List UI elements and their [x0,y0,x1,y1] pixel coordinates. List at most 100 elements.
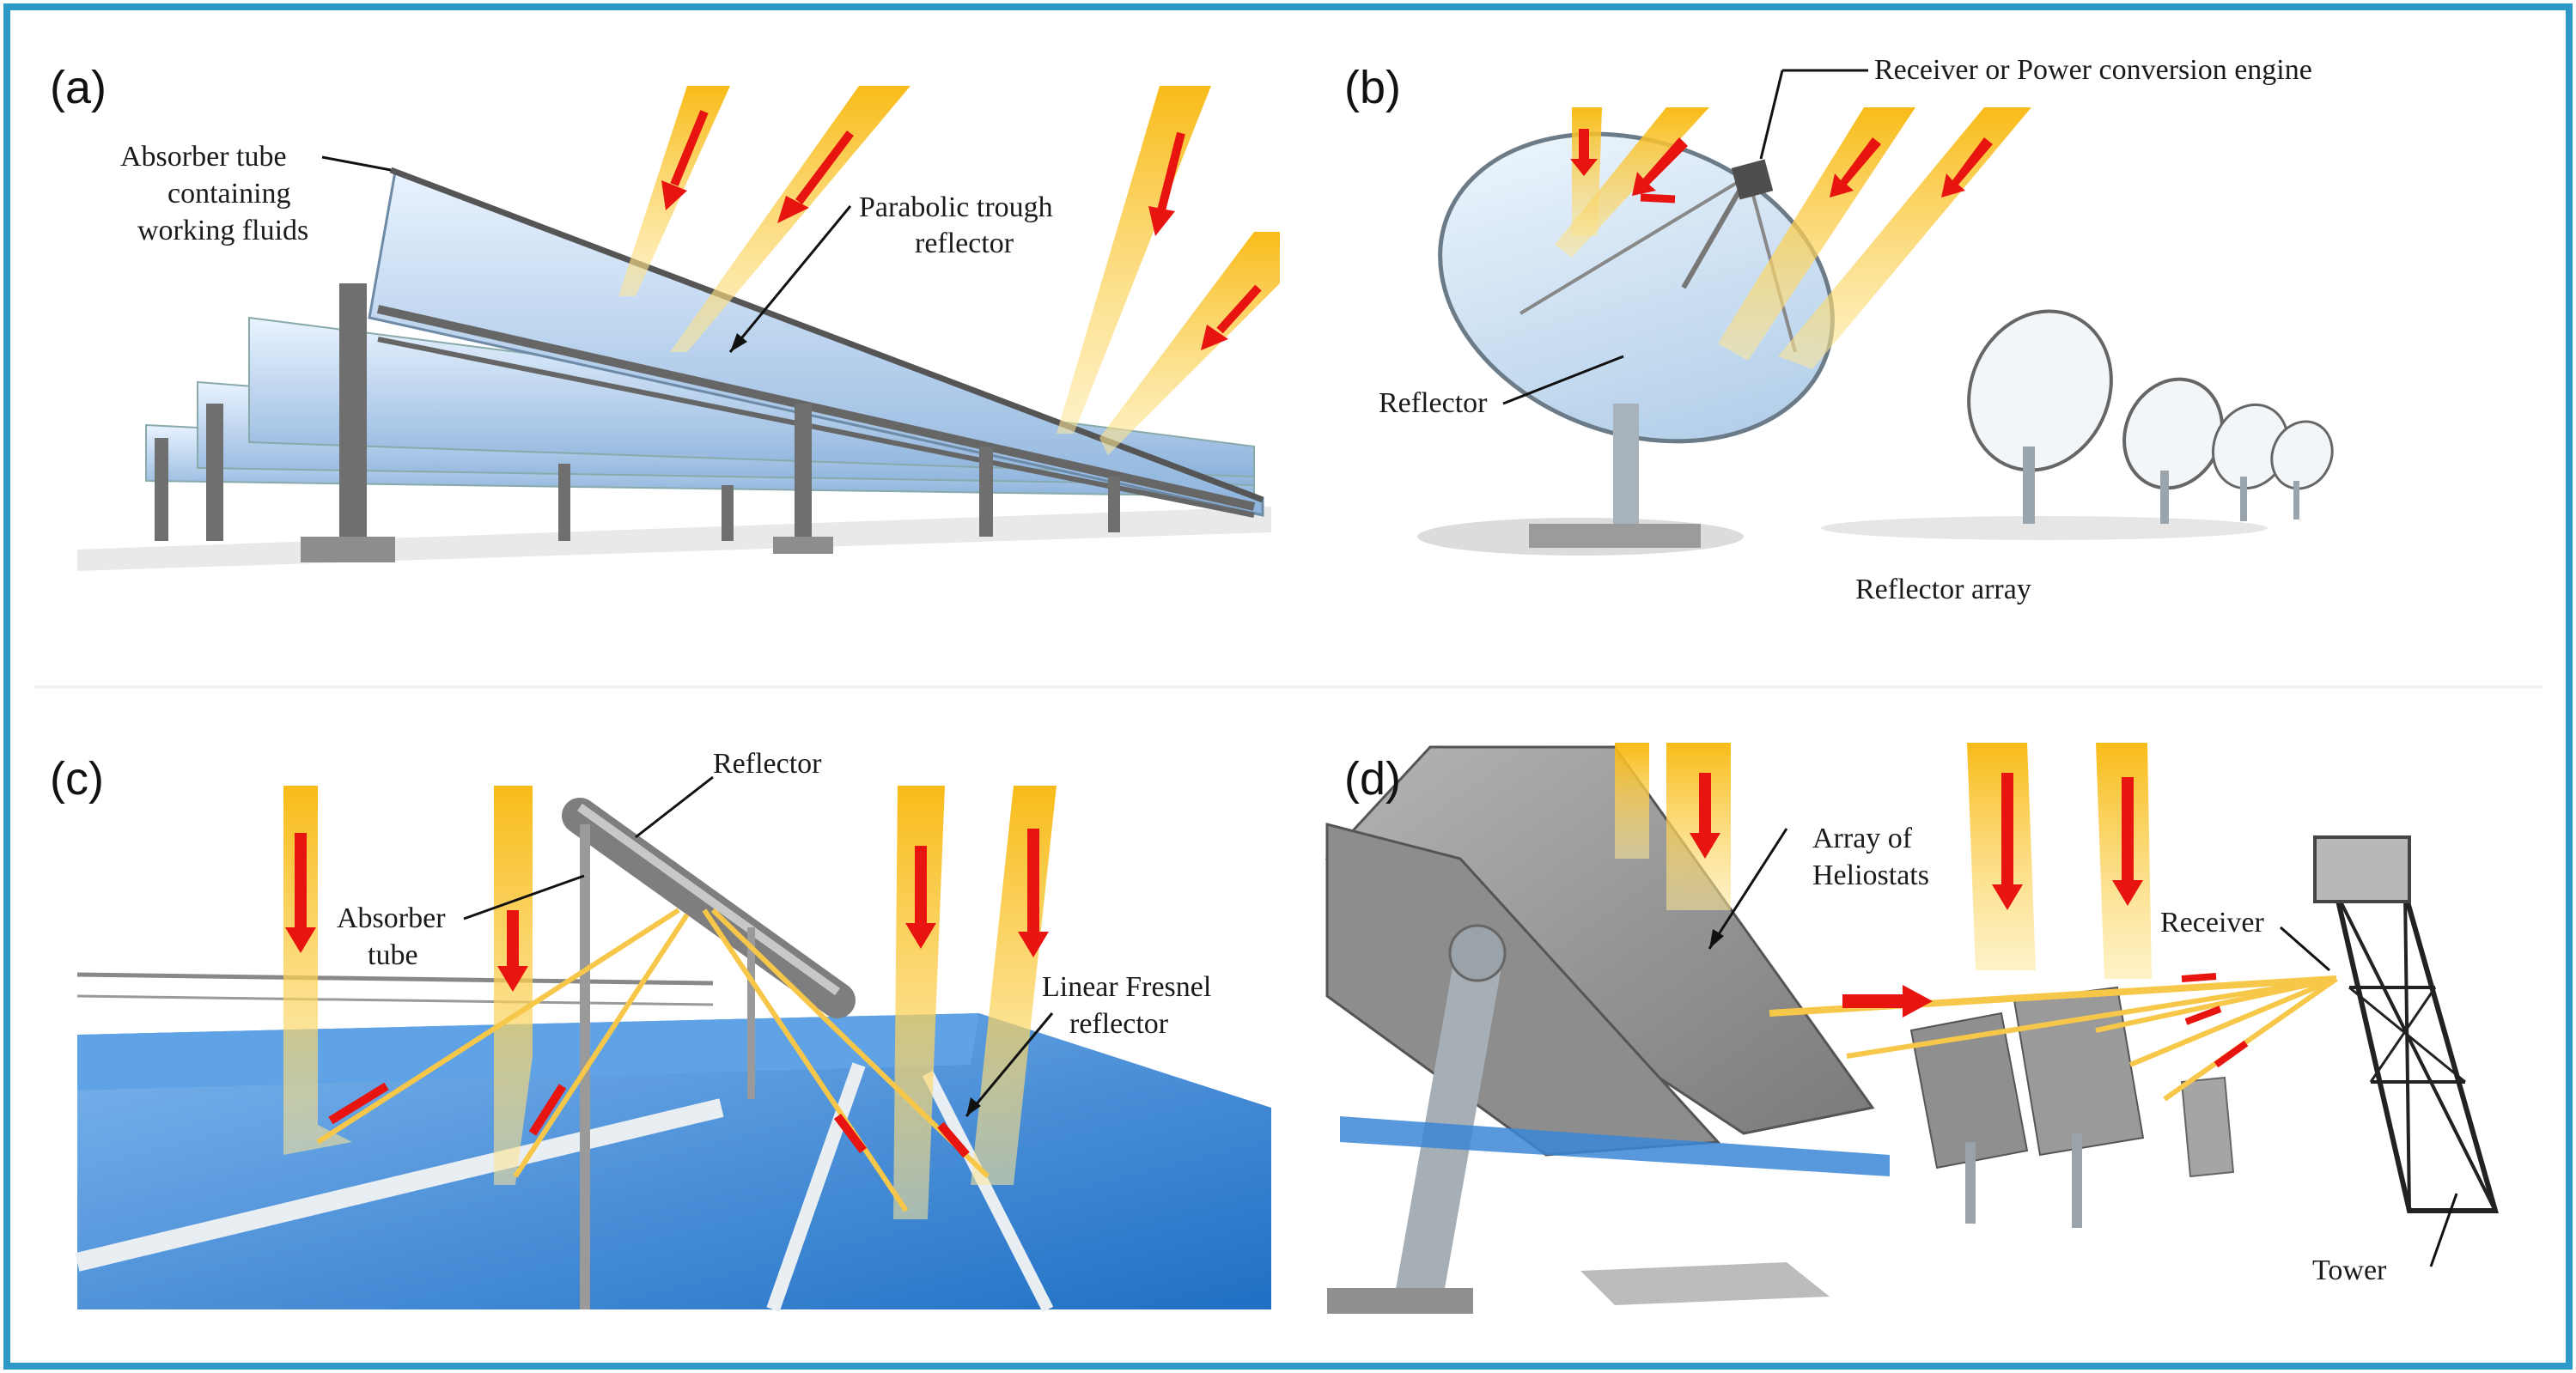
panel-c-walkway-2 [766,1062,866,1312]
panel-d-reflect-arrow-4 [2214,1040,2249,1068]
panel-d-sun-arrow-3 [2112,777,2143,906]
panel-a-sun-arrow-1 [670,110,709,186]
panel-a-sun-arrow-4 [1216,284,1262,334]
panel-b-main-dish [1438,131,1835,444]
figure-border [3,3,2573,1370]
panel-b-label-reflector: Reflector [1379,387,1488,419]
panel-a-label-absorber-1: Absorber tube [120,141,287,173]
panel-a-label-absorber-3: working fluids [137,215,308,246]
panel-a-sun-beam-4 [1099,232,1280,455]
panel-b-sun-arrow-3 [1830,137,1881,197]
panel-b-sun-beam-2 [1555,107,1709,258]
panel-c-label-reflector: Reflector [713,748,822,780]
panel-a-pylon-8 [722,485,734,541]
panel-a-sun-beam-2 [670,86,910,352]
panel-a-leader-trough-head [730,333,747,352]
panel-c-sun-arrow-3 [905,846,936,949]
panel-c-reflect-ray-3 [702,908,909,1212]
panel-c-reflect-arrow-4 [937,1121,970,1158]
panel-c-mirror-field [77,1013,1271,1309]
panel-a-ground [77,507,1271,571]
panel-d-label-tower: Tower [2312,1255,2387,1286]
panel-d-heliostat-far [2180,1076,2235,1178]
panel-b-sun-arrow-2 [1632,137,1688,196]
panel-d-receiver-box [2313,835,2411,903]
panel-d-leader-heliostats-head [1709,929,1724,949]
panel-c-mast-2 [747,927,755,1099]
panel-d-heliostat-tower: (d) Array of Heliostats Receiver Tower [1325,743,2499,1314]
panel-b-array-dish-4 [2270,420,2334,490]
panel-d-leader-heliostats [1708,828,1788,950]
panel-d-tower-brace-2 [2403,892,2411,1212]
panel-d-heliostat-mid-1 [1909,1012,2029,1169]
panel-c-leader-absorber [463,874,585,920]
panel-a-truss-top [376,305,1256,511]
panel-a-sun-beam-3 [1057,86,1211,434]
panel-b-array-pedestal-3 [2240,477,2247,521]
panel-a-tag: (a) [50,62,107,113]
panel-c-reflect-arrow-3 [834,1114,867,1153]
panel-b-reflect-arrow [1640,193,1676,204]
panel-c-railing-mid [76,994,714,1006]
panel-c-receiver-tube [562,798,856,1018]
panel-a-label-trough-1: Parabolic trough [859,191,1053,223]
panel-d-tower-brace-5 [2348,986,2466,1084]
panel-c-beam-3 [893,786,945,1219]
panel-c-label-absorber-1: Absorber [337,902,446,934]
panel-a-pylon-3 [979,447,993,537]
panel-b-parabolic-dish: (b) Receiver or Power conversion engine … [1344,54,2334,605]
panel-d-sun-beam-1 [1615,743,1649,859]
panel-c-reflect-arrow-2 [528,1084,567,1136]
panel-b-array-pedestal-2 [2160,471,2169,524]
panel-c-sun-arrow-1 [285,833,316,953]
panel-c-walkway-1 [75,1098,724,1272]
panel-a-parabolic-trough: (a) Absorber tube containing working flu… [50,62,1280,571]
panel-c-label-absorber-2: tube [368,939,418,971]
panel-a-pylon-6 [155,438,168,541]
panel-d-label-receiver: Receiver [2160,907,2264,939]
panel-d-label-heliostats-1: Array of [1812,823,1913,854]
panel-d-tower-brace-6 [2369,987,2437,1083]
panel-a-sun-arrow-3 [1157,131,1185,212]
panel-c-leader-fresnel-head [966,1097,981,1116]
panel-d-ray-2 [1846,976,2337,1059]
panel-d-large-base [1327,1288,1473,1314]
panel-c-railing-top [76,972,714,986]
panel-b-tag: (b) [1344,62,1401,113]
panel-d-large-pylon [1395,943,1505,1298]
panel-d-sun-beam-2 [1666,743,1731,910]
panel-a-sun-arrow-4-head [1201,325,1228,350]
panel-a-label-absorber-2: containing [167,178,291,210]
panel-d-ground-shadow [1580,1262,1830,1305]
panel-d-mid-pylon-2 [2072,1133,2082,1228]
panel-d-ray-3 [2095,976,2337,1033]
panel-a-sun-arrow-2-head [777,196,809,223]
panel-b-dish-arm-1 [1681,174,1751,289]
panel-b-main-pedestal [1613,404,1639,524]
panel-c-receiver-tube-highlight [577,803,840,996]
panel-a-pylon-1 [339,283,367,541]
panel-d-ray-5 [2163,976,2338,1102]
panel-d-tag: (d) [1344,753,1401,805]
panel-a-label-trough-2: reflector [915,228,1014,259]
panel-c-sun-arrow-4 [1018,829,1049,957]
panel-a-sun-arrow-1-head [661,180,687,210]
panel-c-reflect-ray-1 [316,908,680,1145]
panel-a-pylon-7 [558,464,570,541]
panel-d-label-heliostats-2: Heliostats [1812,860,1929,891]
panel-d-reflect-arrow-3 [2184,1005,2222,1025]
panel-b-sun-arrow-1 [1570,129,1598,176]
panel-a-sun-arrow-3-head [1148,206,1175,236]
panel-b-array-pedestal-4 [2293,481,2299,519]
panel-d-mid-pylon-1 [1965,1142,1976,1224]
panel-b-label-array: Reflector array [1855,574,2031,605]
panel-b-array-pedestal-1 [2023,447,2035,524]
panel-b-leader-receiver-2 [1759,70,1784,160]
panel-d-blue-heliostats [1340,1116,1890,1176]
panel-c-reflect-arrow-1 [328,1082,389,1125]
panel-c-tag: (c) [50,753,104,805]
panel-d-sun-arrow-1 [1690,773,1720,859]
panel-d-reflect-arrow-2 [2181,973,2217,982]
panel-a-pylon-4 [1108,477,1120,532]
